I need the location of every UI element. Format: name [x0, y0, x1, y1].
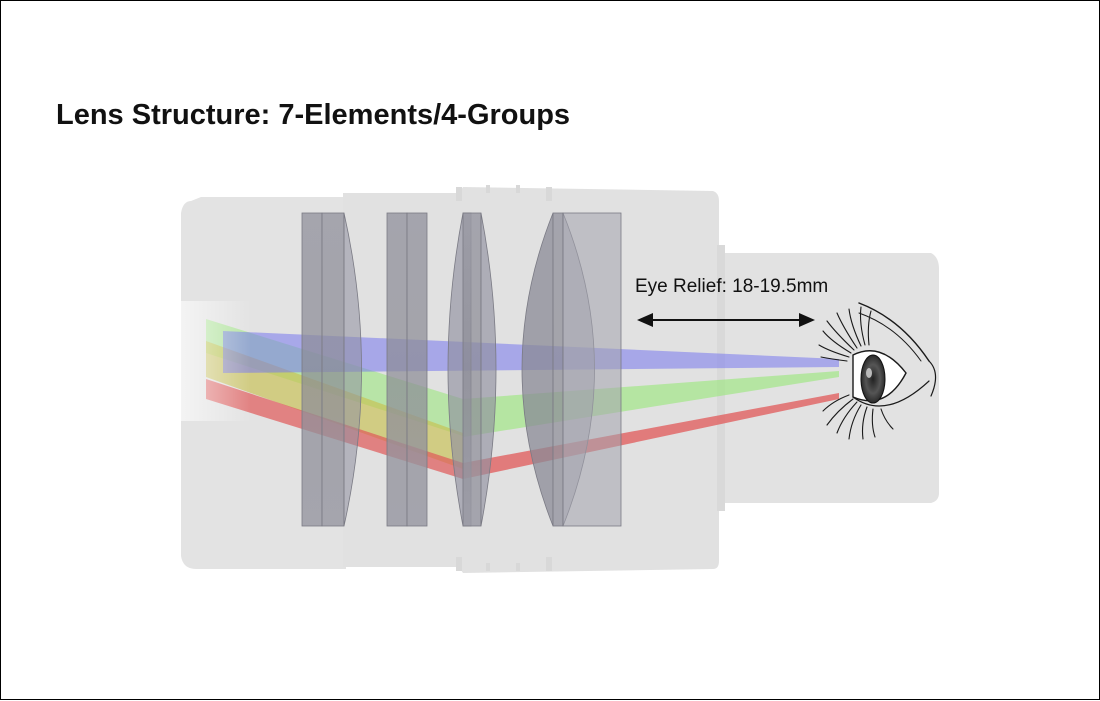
lens-element-3	[386, 212, 408, 527]
lens-element-7	[521, 212, 554, 527]
lens-group-4	[521, 212, 622, 527]
lens-elements	[301, 212, 622, 527]
lens-element-2	[321, 212, 345, 527]
eye-relief-label: Eye Relief: 18-19.5mm	[635, 276, 828, 297]
lens-group-3	[447, 212, 497, 527]
lens-element-4	[406, 212, 428, 527]
eye-relief-annotation: Eye Relief: 18-19.5mm	[635, 276, 828, 327]
lens-element-2-curve	[343, 212, 362, 527]
eyecup-collar	[717, 245, 725, 511]
lens-group-1	[301, 212, 362, 527]
eye-icon	[818, 302, 937, 440]
ray-fade	[181, 301, 251, 421]
lens-group-2	[386, 212, 428, 527]
double-arrow-icon	[637, 313, 815, 327]
grip-ridges	[456, 185, 552, 571]
lens-element-6	[480, 212, 497, 527]
lens-element-1	[301, 212, 323, 527]
diagram-title: Lens Structure: 7-Elements/4-Groups	[56, 99, 571, 131]
